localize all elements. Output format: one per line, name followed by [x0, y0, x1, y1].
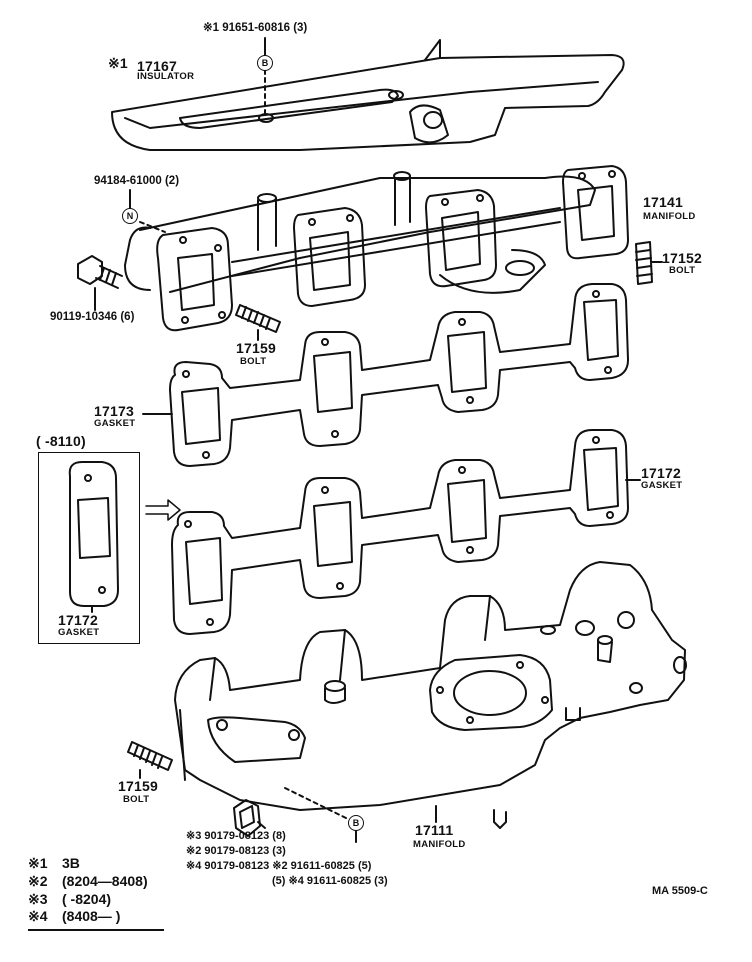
legend-underline	[28, 929, 164, 931]
figure-code: MA 5509-C	[652, 885, 708, 897]
arrow-shape	[145, 499, 181, 521]
b-callout-low: B	[348, 815, 364, 831]
manifold-low-number: 17111	[415, 822, 454, 838]
manifold-top-name: MANIFOLD	[643, 211, 696, 222]
b-dash-low	[284, 787, 347, 819]
gasket-17173-shape	[169, 283, 629, 467]
legend-2-text: (8204—8408)	[62, 873, 148, 889]
nut-note-1: ※3 90179-08123 (8)	[186, 830, 286, 842]
legend-3-mark: ※3	[28, 891, 48, 907]
gasket-upper-number: 17173	[94, 403, 134, 419]
stud-17159-mid-shape	[235, 304, 281, 333]
legend-1-text: 3B	[62, 855, 80, 871]
insulator-screw-note: ※1 91651-60816 (3)	[203, 22, 308, 34]
bolt-right-name: BOLT	[669, 265, 696, 276]
manifold-low-name: MANIFOLD	[413, 839, 466, 850]
manifold-top-number: 17141	[643, 194, 683, 210]
bolt-low-number: 17159	[118, 778, 158, 794]
gasket-17172-shape	[171, 429, 629, 635]
n-dash	[139, 221, 166, 233]
nut-shape	[233, 799, 261, 837]
legend-4-mark: ※4	[28, 908, 48, 924]
legend-2-mark: ※2	[28, 873, 48, 889]
bolt-mid-name: BOLT	[240, 356, 267, 367]
gasket-upper-name: GASKET	[94, 418, 136, 429]
inset-range: ( -8110)	[36, 433, 86, 449]
legend-4-text: (8408— )	[62, 908, 121, 924]
nut-note-2: ※2 90179-08123 (3)	[186, 845, 286, 857]
legend-1-mark: ※1	[28, 855, 48, 871]
n-callout: N	[122, 208, 138, 224]
gasket-lower-number: 17172	[641, 465, 681, 481]
gasket-lower-name: GASKET	[641, 480, 683, 491]
manifold-upper-shape	[124, 165, 629, 332]
insulator-name: INSULATOR	[137, 71, 195, 82]
inset-frame	[38, 452, 140, 644]
bolt-mid-number: 17159	[236, 340, 276, 356]
stud-17159-low-shape	[127, 741, 173, 771]
nut-leader	[257, 821, 266, 829]
nut-note-4: (5) ※4 91611-60825 (3)	[272, 875, 388, 887]
stud-note: 94184-61000 (2)	[94, 175, 180, 187]
bolt-90119-note: 90119-10346 (6)	[50, 311, 135, 323]
bolt-90119-shape	[77, 255, 123, 289]
nut-note-3: ※4 90179-08123 ※2 91611-60825 (5)	[186, 860, 372, 872]
insulator-prefix: ※1	[108, 55, 128, 71]
inset-name: GASKET	[58, 627, 100, 638]
manifold-lower-shape	[174, 561, 687, 829]
legend-3-text: ( -8204)	[62, 891, 112, 907]
bolt-low-name: BOLT	[123, 794, 150, 805]
insulator-shape	[111, 39, 625, 151]
inset-gasket-shape	[68, 461, 119, 607]
stud-17152-shape	[635, 241, 653, 285]
inset-number: 17172	[58, 612, 98, 628]
b-callout-top: B	[257, 55, 273, 71]
bolt-right-number: 17152	[662, 250, 702, 266]
insulator-number: 17167	[137, 58, 177, 74]
